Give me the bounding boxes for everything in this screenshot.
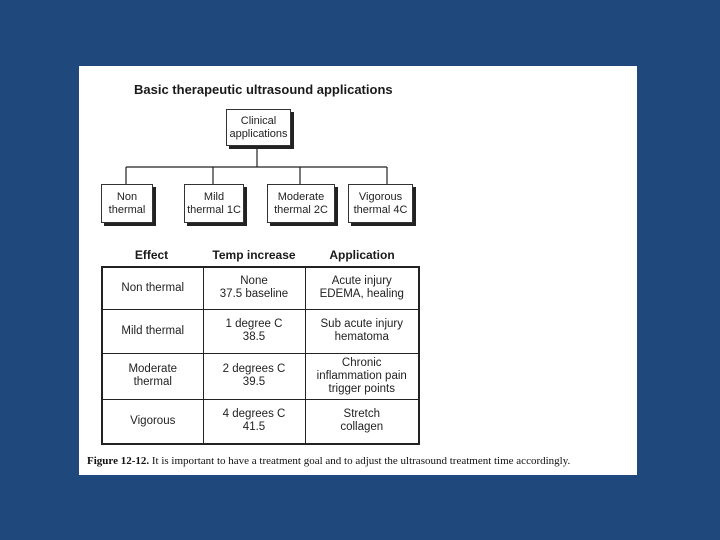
table-row: Non thermal None 37.5 baseline Acute inj…	[101, 266, 420, 310]
node-non-thermal: Non thermal	[101, 184, 153, 223]
effect-cell: Moderate thermal	[101, 352, 204, 400]
caption-text: It is important to have a treatment goal…	[149, 455, 571, 467]
column-header-application: Application	[329, 248, 395, 262]
temp-increase-cell: 2 degrees C 39.5	[202, 352, 306, 400]
application-cell: Sub acute injury hematoma	[304, 308, 420, 354]
table-row: Mild thermal 1 degree C 38.5 Sub acute i…	[101, 308, 420, 354]
table-row: Vigorous 4 degrees C 41.5 Stretch collag…	[101, 398, 420, 445]
root-node-clinical-applications: Clinical applications	[226, 109, 291, 146]
effects-table: Non thermal None 37.5 baseline Acute inj…	[101, 266, 420, 445]
node-mild-thermal: Mild thermal 1C	[184, 184, 244, 223]
application-cell: Acute injury EDEMA, healing	[304, 266, 420, 310]
table-row: Moderate thermal 2 degrees C 39.5 Chroni…	[101, 352, 420, 400]
application-cell: Chronic inflammation pain trigger points	[304, 352, 420, 400]
effect-cell: Vigorous	[101, 398, 204, 445]
temp-increase-cell: 4 degrees C 41.5	[202, 398, 306, 445]
column-header-effect: Effect	[134, 248, 169, 262]
figure-caption: Figure 12-12. It is important to have a …	[87, 455, 632, 467]
effect-cell: Mild thermal	[101, 308, 204, 354]
figure-image: Basic therapeutic ultrasound application…	[79, 66, 637, 475]
effect-cell: Non thermal	[101, 266, 204, 310]
node-vigorous-thermal: Vigorous thermal 4C	[348, 184, 413, 223]
node-moderate-thermal: Moderate thermal 2C	[267, 184, 335, 223]
column-header-temp-increase: Temp increase	[212, 248, 296, 262]
temp-increase-cell: None 37.5 baseline	[202, 266, 306, 310]
temp-increase-cell: 1 degree C 38.5	[202, 308, 306, 354]
diagram-title: Basic therapeutic ultrasound application…	[134, 82, 393, 97]
caption-label: Figure 12-12.	[87, 455, 150, 467]
application-cell: Stretch collagen	[304, 398, 420, 445]
tree-connectors	[125, 144, 388, 184]
